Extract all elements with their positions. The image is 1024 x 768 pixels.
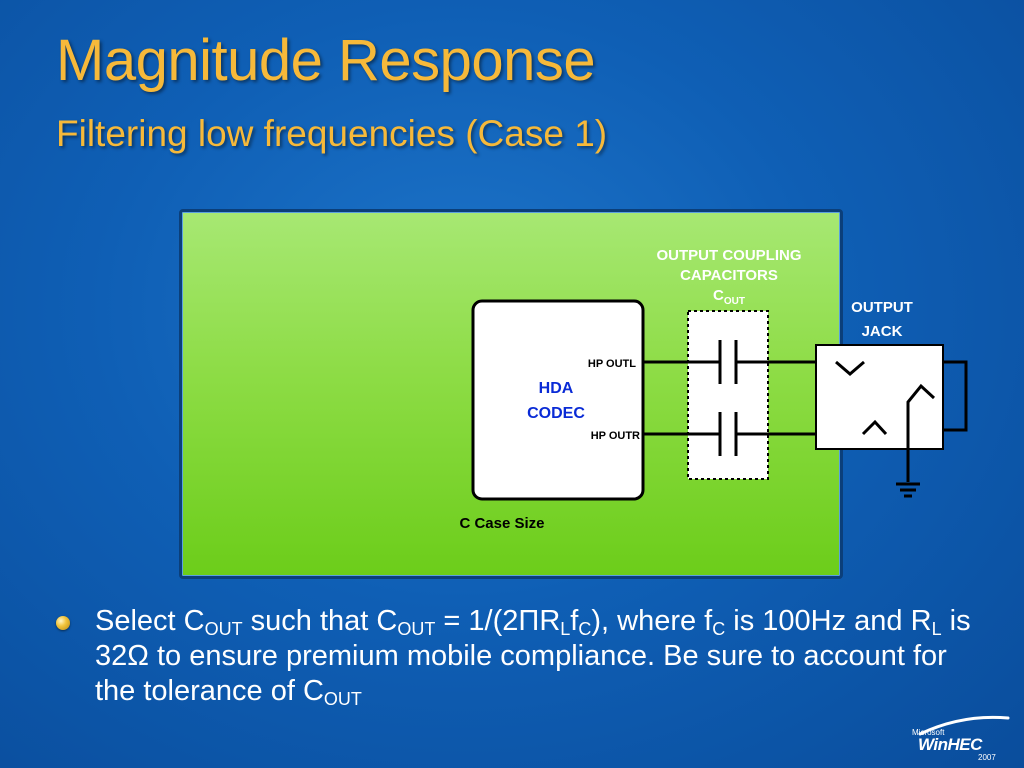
circuit-diagram: HDA CODEC HP OUTL HP OUTR OUTPUT COUPLIN… bbox=[459, 247, 968, 532]
codec-box bbox=[471, 299, 645, 501]
slide-title: Magnitude Response bbox=[56, 28, 596, 93]
bullet-sub-3: L bbox=[560, 619, 571, 639]
bullet-seg-7: is 32Ω to ensure premium mobile complian… bbox=[95, 605, 971, 707]
bullet-icon bbox=[56, 616, 70, 630]
jack-top-contact bbox=[835, 360, 865, 376]
capacitors-label-line2: CAPACITORS bbox=[680, 267, 778, 284]
winhec-logo: Microsoft WinHEC 2007 bbox=[912, 712, 1012, 762]
logo-brand-small: Microsoft bbox=[912, 728, 945, 737]
codec-label-hda: HDA bbox=[539, 380, 574, 397]
jack-label-line2: JACK bbox=[862, 323, 903, 340]
bullet-sub-6: L bbox=[931, 619, 942, 639]
bullet-seg-3: = 1/(2ΠR bbox=[435, 605, 561, 637]
bullet-sub-7: OUT bbox=[323, 689, 362, 709]
ground-icon bbox=[896, 482, 920, 498]
output-jack-box bbox=[815, 344, 944, 450]
hp-outl-label: HP OUTL bbox=[588, 358, 636, 370]
bullet-seg-1: Select C bbox=[95, 605, 205, 637]
slide-subtitle: Filtering low frequencies (Case 1) bbox=[56, 113, 608, 154]
hp-outr-label: HP OUTR bbox=[591, 430, 640, 442]
logo-swoosh-icon bbox=[918, 715, 1010, 736]
logo-year: 2007 bbox=[978, 753, 996, 762]
bullet-seg-4: f bbox=[570, 605, 579, 637]
logo-name: WinHEC bbox=[918, 735, 982, 754]
bullet-seg-6: is 100Hz and R bbox=[725, 605, 932, 637]
bullet-sub-1: OUT bbox=[204, 619, 243, 639]
bullet-seg-5: ), where f bbox=[591, 605, 713, 637]
bullet-sub-4: C bbox=[578, 619, 592, 639]
jack-sleeve-contact bbox=[906, 383, 936, 482]
cout-sub: OUT bbox=[724, 296, 745, 307]
bullet-sub-5: C bbox=[712, 619, 726, 639]
jack-label-line1: OUTPUT bbox=[851, 299, 913, 316]
case-size-label: C Case Size bbox=[459, 515, 544, 532]
cout-main: C bbox=[713, 287, 724, 304]
jack-external-loop bbox=[943, 360, 968, 432]
capacitors-label-line1: OUTPUT COUPLING bbox=[657, 247, 802, 264]
bullet-sub-2: OUT bbox=[397, 619, 436, 639]
codec-label-codec: CODEC bbox=[527, 405, 585, 422]
bullet-text: Select COUT such that COUT = 1/(2ΠRLfC),… bbox=[95, 604, 975, 709]
capacitor-enclosure bbox=[687, 310, 769, 480]
cout-label: COUT bbox=[713, 287, 745, 307]
jack-bottom-contact bbox=[861, 419, 888, 436]
bullet-seg-2: such that C bbox=[242, 605, 398, 637]
